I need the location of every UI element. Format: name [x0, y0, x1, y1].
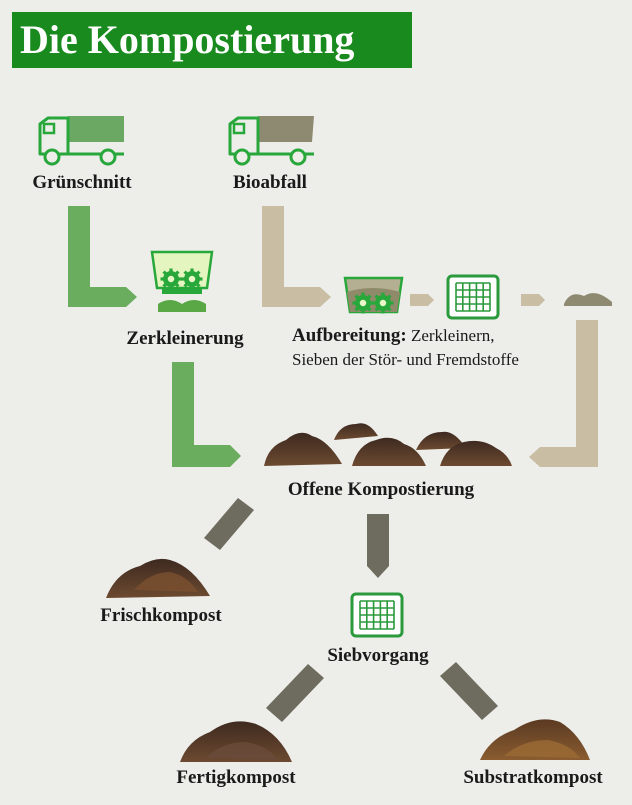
arrow-sieve-to-output [521, 294, 545, 306]
sieve-icon-siebvorgang [350, 592, 404, 638]
shredder-icon-bio [343, 276, 404, 315]
label-aufbereitung: Aufbereitung: [292, 325, 407, 346]
aufbereitung-line2: Sieben der Stör- und Fremdstoffe [292, 350, 519, 369]
arrow-zerkleinerung-to-composting [172, 362, 241, 467]
truck-icon-gruenschnitt [38, 116, 126, 166]
frischkompost-pile [106, 558, 210, 598]
aufbereitung-line1: Zerkleinern, [410, 326, 495, 345]
arrow-to-frischkompost [204, 498, 254, 550]
label-gruenschnitt: Grünschnitt [32, 172, 132, 193]
truck-icon-bioabfall [228, 116, 316, 166]
processed-bio-pile [564, 293, 612, 306]
arrow-to-siebvorgang [367, 514, 389, 578]
label-bioabfall: Bioabfall [233, 172, 307, 193]
arrow-to-substratkompost [440, 662, 498, 720]
label-fertigkompost: Fertigkompost [176, 767, 296, 788]
sieve-icon-aufbereitung [446, 274, 500, 320]
label-offene-kompostierung: Offene Kompostierung [287, 479, 475, 500]
arrow-to-fertigkompost [266, 664, 324, 722]
label-zerkleinerung: Zerkleinerung [126, 328, 244, 349]
substratkompost-pile [480, 719, 590, 760]
aufbereitung-description: Aufbereitung: Zerkleinern, Sieben der St… [292, 324, 519, 372]
compost-windrows [264, 423, 512, 466]
fertigkompost-pile [180, 721, 292, 762]
page-title: Die Kompostierung [12, 12, 412, 68]
arrow-bio-to-composting [529, 320, 598, 467]
arrow-gruenschnitt-to-shredder [68, 206, 137, 307]
label-frischkompost: Frischkompost [100, 605, 222, 626]
arrow-shredder-to-sieve [410, 294, 434, 306]
label-substratkompost: Substratkompost [463, 767, 603, 788]
label-siebvorgang: Siebvorgang [327, 645, 429, 666]
shredder-icon-green [150, 250, 214, 312]
arrow-bioabfall-to-shredder [262, 206, 331, 307]
